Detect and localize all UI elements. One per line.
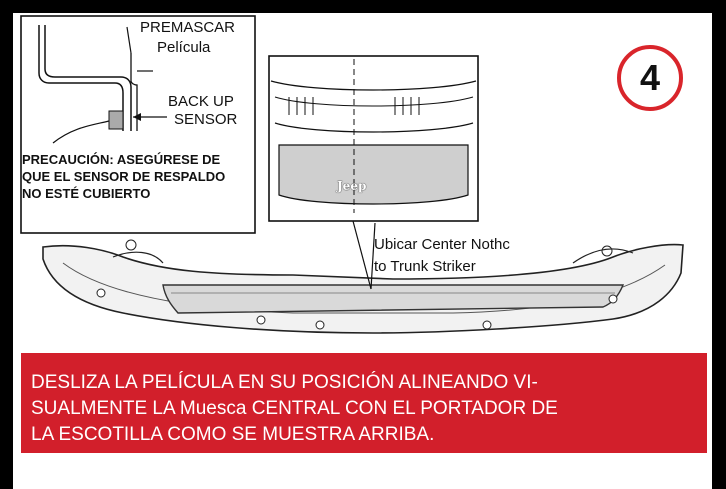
back-up-label: BACK UP (168, 93, 234, 110)
callout-line-1: Ubicar Center Nothc (374, 236, 510, 253)
sensor-label: SENSOR (174, 111, 238, 128)
film-strip (162, 284, 625, 314)
backup-sensor (108, 110, 124, 130)
instruction-line-2: SUALMENTE LA Muesca CENTRAL CON EL PORTA… (31, 398, 558, 419)
step-number: 4 (639, 57, 661, 98)
bumper-illustration (20, 15, 684, 334)
premascar-leader (126, 26, 132, 54)
precaution-text: PRECAUCIÓN: ASEGÚRESE DE QUE EL SENSOR D… (22, 152, 226, 201)
sensor-inset-box (20, 15, 256, 234)
tailgate-profile (38, 25, 124, 131)
instruction-line-3: LA ESCOTILLA COMO SE MUESTRA ARRIBA. (31, 424, 435, 445)
instruction-text: DESLIZA LA PELÍCULA EN SU POSICIÓN ALINE… (21, 353, 707, 448)
callout-pointer (352, 220, 372, 290)
jeep-logo: Jeep (337, 179, 367, 193)
instruction-line-1: DESLIZA LA PELÍCULA EN SU POSICIÓN ALINE… (31, 372, 538, 393)
film-label: Película (157, 39, 211, 56)
closeup-film (278, 144, 469, 205)
step-number-badge: 4 (617, 45, 683, 111)
premascar-label: PREMASCAR (140, 19, 236, 36)
callout-line-2: to Trunk Striker (374, 258, 476, 275)
instruction-banner: DESLIZA LA PELÍCULA EN SU POSICIÓN ALINE… (21, 353, 707, 453)
